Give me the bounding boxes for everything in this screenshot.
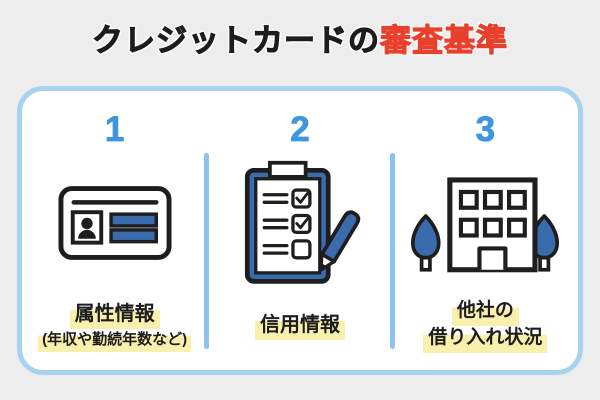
column-divider <box>204 153 209 349</box>
id-card-icon <box>58 148 172 290</box>
criteria-column-credit: 2 <box>207 91 392 370</box>
title-prefix: クレジットカードの <box>91 22 380 58</box>
step-number-3: 3 <box>475 110 496 149</box>
label-area-attribute: 属性情報 (年収や勤続年数など) <box>38 290 192 370</box>
criteria-label: 他社の <box>451 299 519 326</box>
criteria-label-line2: 借り入れ状況 <box>423 326 548 353</box>
clipboard-checklist-icon <box>234 148 366 290</box>
criteria-column-borrowing: 3 他社の 借り入れ状況 <box>393 91 578 370</box>
criteria-label: 属性情報 <box>69 300 160 329</box>
office-building-icon <box>406 148 564 290</box>
step-number-2: 2 <box>290 110 310 149</box>
step-number-1: 1 <box>104 110 125 149</box>
label-area-credit: 信用情報 <box>254 290 345 370</box>
title-highlight: 審査基準 <box>379 22 508 58</box>
criteria-panel: 1 属性情報 (年収や勤続年数など) 2 <box>17 86 583 375</box>
criteria-label: 信用情報 <box>254 312 345 340</box>
column-divider <box>390 153 395 349</box>
page-title: クレジットカードの審査基準 <box>0 22 600 59</box>
criteria-column-attribute: 1 属性情報 (年収や勤続年数など) <box>22 91 207 370</box>
label-area-borrowing: 他社の 借り入れ状況 <box>423 290 548 370</box>
criteria-sublabel: (年収や勤続年数など) <box>38 328 192 352</box>
